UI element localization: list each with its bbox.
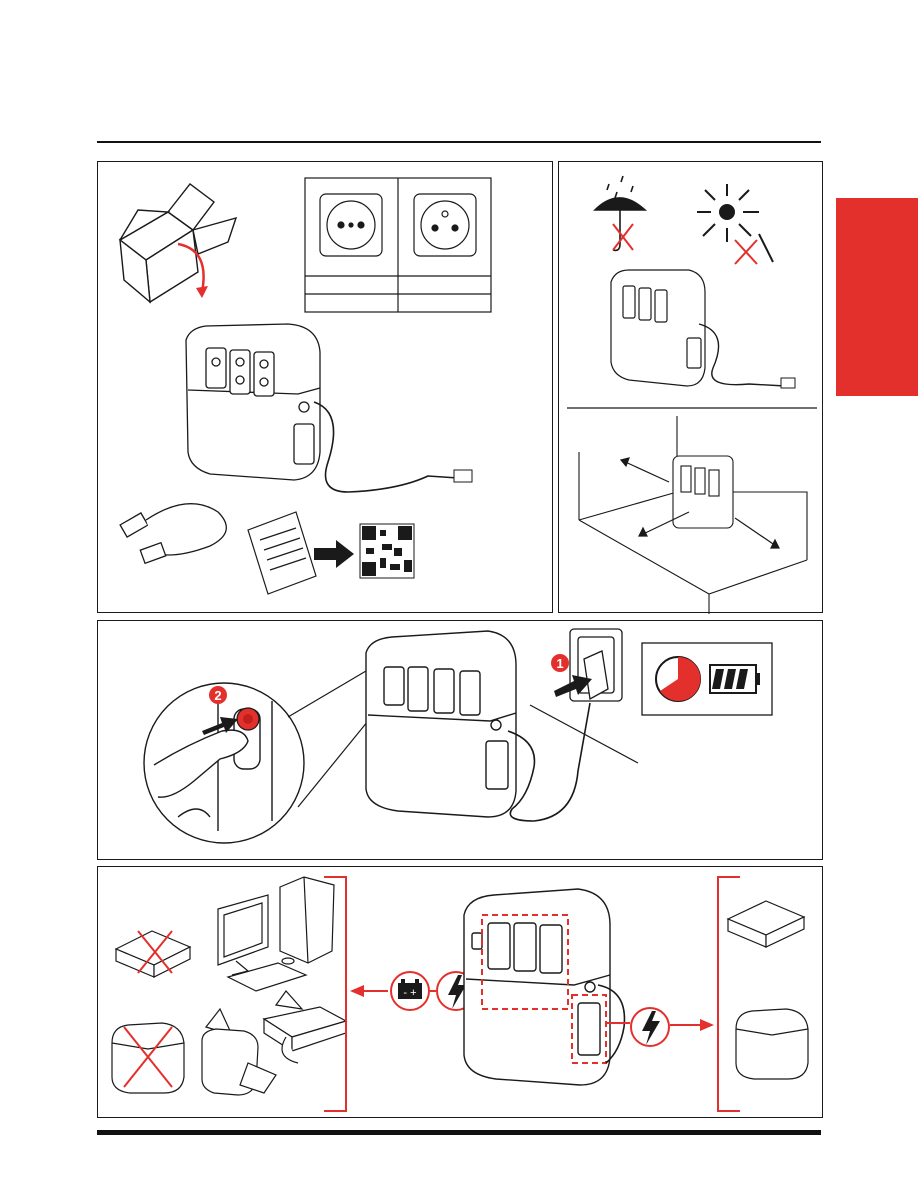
sun-icon (697, 184, 773, 262)
box-icon (120, 184, 236, 302)
ups-unit-illustration (186, 324, 320, 480)
umbrella-icon (595, 176, 645, 250)
arrow-right-icon (700, 1019, 714, 1031)
manual-icon (248, 512, 316, 594)
zoom-leader (288, 671, 366, 717)
ups-unit-illustration (464, 889, 610, 1085)
arrow-right-icon (314, 540, 354, 568)
step-number-2: 2 (214, 688, 221, 703)
usb-cable-icon (120, 504, 226, 564)
step-badge-2: 2 (209, 686, 227, 704)
package-contents-illustration (98, 162, 554, 614)
panel-connect-power-on: 2 1 (97, 620, 823, 860)
panel-package-contents (97, 161, 553, 613)
power-cord (314, 402, 458, 492)
panel-installation-environment (558, 161, 823, 613)
plug-icon (781, 378, 795, 388)
wall-line (530, 705, 638, 763)
laser-printer-icon (728, 901, 804, 947)
battery-backup-icon: - + (391, 972, 429, 1010)
charging-indicator (642, 643, 772, 715)
fax-machine-icon (264, 991, 346, 1063)
arrow-left-icon (350, 985, 364, 997)
power-on-illustration: 2 1 (98, 621, 824, 861)
step-number-1: 1 (556, 656, 563, 671)
copier-icon (736, 1009, 808, 1079)
socket-table (305, 178, 491, 312)
zoom-leader (298, 721, 368, 807)
qr-code-icon (360, 524, 414, 578)
no-sun-cross-icon (735, 240, 757, 264)
header-rule (97, 141, 821, 143)
battery-sign: - + (403, 987, 416, 999)
environment-illustration (559, 162, 824, 614)
ups-unit-illustration (611, 270, 705, 386)
computer-icon (218, 877, 334, 991)
surge-outlet-bracket (718, 877, 740, 1111)
step-badge-1: 1 (551, 654, 569, 672)
ups-unit-illustration (366, 631, 516, 817)
no-rain-cross-icon (613, 224, 633, 250)
plug-icon (454, 470, 472, 482)
panel-load-connection: - + (97, 866, 823, 1118)
clearance-diagram (579, 416, 807, 614)
power-cord (699, 324, 785, 386)
footer-rule (97, 1130, 821, 1135)
power-cord (508, 703, 590, 821)
zoom-detail (144, 683, 304, 843)
language-tab (836, 198, 918, 396)
load-connection-illustration: - + (98, 867, 824, 1119)
surge-protection-icon (631, 1008, 669, 1046)
